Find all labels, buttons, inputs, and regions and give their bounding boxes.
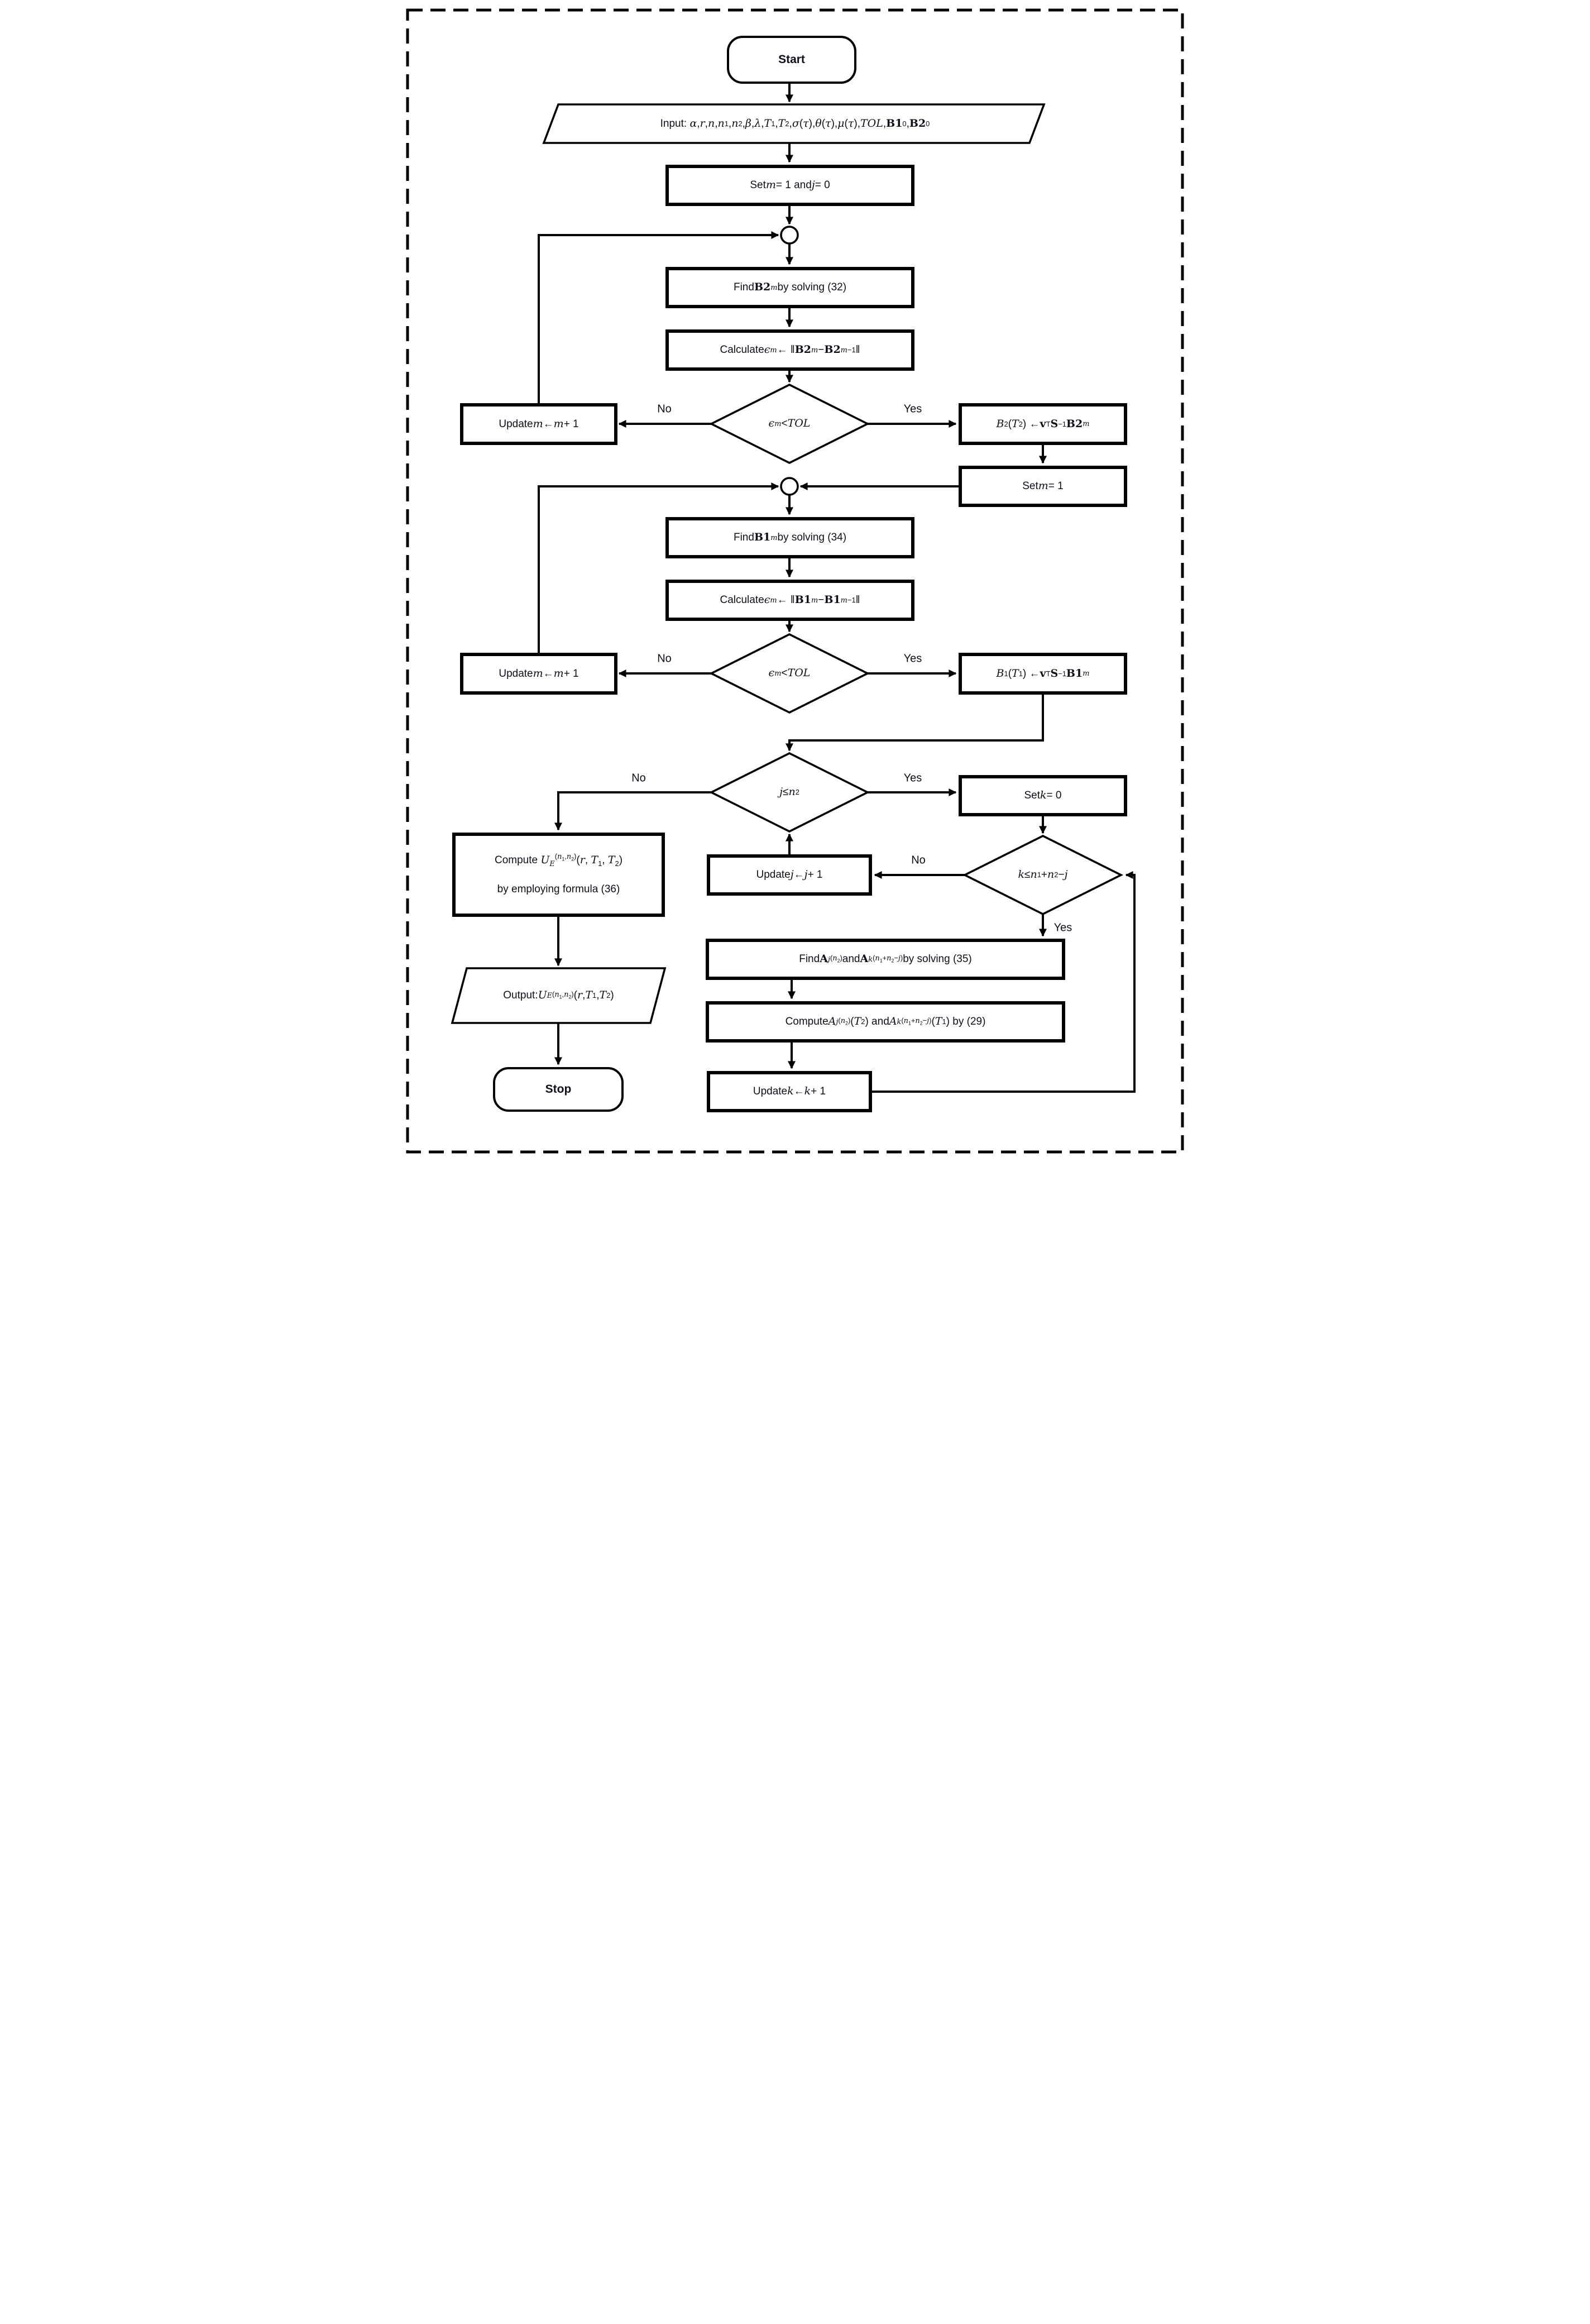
connector-layer (406, 8, 1184, 1154)
edge-loopback-m1 (538, 231, 779, 403)
edge-loopback-m2 (538, 482, 779, 653)
dec4-no-label: No (911, 854, 926, 867)
compute-u-node: Compute UE(n1,n2)(r, T1, T2) by employin… (452, 833, 665, 917)
dec2-no-label: No (657, 652, 672, 665)
start-node: Start (727, 36, 856, 84)
set-k-node: Set k = 0 (959, 775, 1127, 816)
update-m2-node: Update m ← m + 1 (460, 653, 617, 695)
edge-b1t1-dec3 (786, 695, 1044, 752)
stop-node: Stop (493, 1067, 624, 1112)
decision-diamond-4 (962, 834, 1124, 916)
edge-dec3-no (554, 791, 711, 831)
update-k-node: Update k ← k + 1 (707, 1071, 872, 1112)
dec3-yes-label: Yes (903, 772, 922, 785)
connector-circle-2 (780, 477, 799, 496)
update-m1-node: Update m ← m + 1 (460, 403, 617, 445)
dashed-border (406, 8, 1184, 1154)
output-parallelogram-shape (451, 967, 667, 1024)
dec4-yes-label: Yes (1053, 921, 1072, 934)
decision-diamond-1 (708, 383, 870, 465)
compute-u-line2: by employing formula (36) (497, 883, 620, 895)
set-m-j-node: Set m = 1 and j = 0 (665, 165, 914, 206)
connector-circle-1 (780, 226, 799, 245)
dec1-yes-label: Yes (903, 403, 922, 415)
dec1-no-label: No (657, 403, 672, 415)
edge-updatek-feedback (872, 871, 1136, 1093)
compute-u-line1: Compute UE(n1,n2)(r, T1, T2) (494, 852, 623, 868)
update-j-node: Update j ← j + 1 (707, 854, 872, 896)
input-parallelogram-shape (542, 103, 1046, 144)
decision-diamond-3 (708, 752, 870, 833)
decision-diamond-2 (708, 633, 870, 714)
dec2-yes-label: Yes (903, 652, 922, 665)
set-m-node: Set m = 1 (959, 466, 1127, 507)
dec3-no-label: No (631, 772, 646, 785)
